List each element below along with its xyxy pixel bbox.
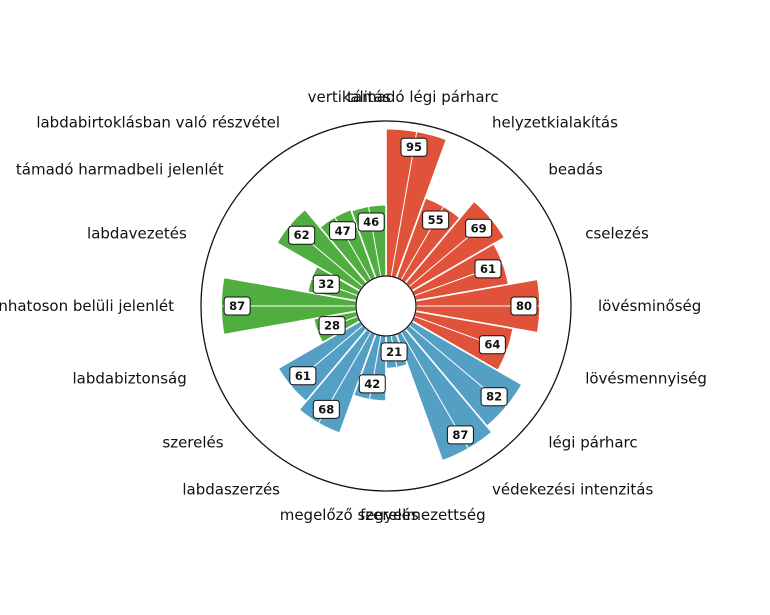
value-text-9: 21 bbox=[386, 345, 402, 359]
category-label-18: vertikalitás bbox=[308, 88, 391, 106]
value-box-3 bbox=[465, 218, 493, 238]
value-label-16: 62 bbox=[288, 225, 316, 245]
category-label-11: labdaszerzés bbox=[182, 481, 280, 499]
value-label-4: 61 bbox=[474, 259, 502, 279]
value-label-15: 32 bbox=[312, 274, 340, 294]
value-box-2 bbox=[422, 210, 450, 230]
value-text-6: 64 bbox=[484, 338, 500, 352]
value-text-12: 61 bbox=[295, 369, 311, 383]
value-label-14: 87 bbox=[223, 296, 251, 316]
category-label-2: helyzetkialakítás bbox=[492, 113, 618, 131]
value-box-13 bbox=[318, 316, 346, 336]
category-label-5: lövésminőség bbox=[598, 297, 701, 315]
category-label-15: labdavezetés bbox=[87, 224, 187, 242]
value-label-10: 42 bbox=[358, 374, 386, 394]
value-label-5: 80 bbox=[510, 296, 538, 316]
value-box-6 bbox=[478, 335, 506, 355]
value-box-9 bbox=[380, 342, 408, 362]
category-label-1: támadó légi párharc bbox=[347, 88, 499, 106]
value-box-14 bbox=[223, 296, 251, 316]
category-label-9: fegyelmezettség bbox=[360, 506, 486, 524]
category-label-3: beadás bbox=[548, 161, 603, 179]
value-label-13: 28 bbox=[318, 316, 346, 336]
value-box-1 bbox=[400, 137, 428, 157]
category-label-4: cselezés bbox=[585, 224, 649, 242]
category-label-12: szerelés bbox=[162, 433, 223, 451]
value-box-17 bbox=[329, 221, 357, 241]
value-label-6: 64 bbox=[478, 335, 506, 355]
value-label-8: 87 bbox=[446, 425, 474, 445]
value-box-15 bbox=[312, 274, 340, 294]
value-box-10 bbox=[358, 374, 386, 394]
value-box-11 bbox=[312, 399, 340, 419]
value-box-18 bbox=[357, 212, 385, 232]
value-text-17: 47 bbox=[335, 224, 351, 238]
value-text-15: 32 bbox=[318, 277, 334, 291]
value-label-7: 82 bbox=[480, 387, 508, 407]
category-label-8: védekezési intenzitás bbox=[492, 481, 653, 499]
category-label-group: támadó légi párharc helyzetkialakítás bead… bbox=[0, 88, 707, 524]
value-text-5: 80 bbox=[516, 299, 532, 313]
category-label-14: tizenhatoson belüli jelenlét bbox=[0, 297, 174, 315]
value-box-5 bbox=[510, 296, 538, 316]
value-label-11: 68 bbox=[312, 399, 340, 419]
value-text-10: 42 bbox=[364, 377, 380, 391]
outer-ring bbox=[200, 120, 572, 492]
value-text-1: 95 bbox=[406, 140, 422, 154]
center-hole bbox=[355, 275, 417, 337]
value-text-3: 69 bbox=[471, 221, 487, 235]
value-label-1: 95 bbox=[400, 137, 428, 157]
category-label-13: labdabiztonság bbox=[73, 370, 187, 388]
value-label-group: 95 55 69 61 80 64 82 87 21 42 68 61 28 87 32 62 47 46 bbox=[223, 137, 538, 445]
value-box-12 bbox=[289, 366, 317, 386]
category-label-6: lövésmennyiség bbox=[585, 370, 707, 388]
category-label-17: labdabirtoklásban való részvétel bbox=[36, 113, 280, 131]
value-text-11: 68 bbox=[318, 402, 334, 416]
value-label-12: 61 bbox=[289, 366, 317, 386]
value-text-4: 61 bbox=[480, 262, 496, 276]
value-text-13: 28 bbox=[324, 319, 340, 333]
value-label-9: 21 bbox=[380, 342, 408, 362]
value-text-2: 55 bbox=[428, 213, 444, 227]
value-box-16 bbox=[288, 225, 316, 245]
value-label-3: 69 bbox=[465, 218, 493, 238]
value-text-8: 87 bbox=[452, 428, 468, 442]
category-label-16: támadó harmadbeli jelenlét bbox=[16, 161, 224, 179]
value-label-2: 55 bbox=[422, 210, 450, 230]
value-box-8 bbox=[446, 425, 474, 445]
value-text-14: 87 bbox=[229, 299, 245, 313]
value-text-18: 46 bbox=[363, 215, 379, 229]
category-label-10: megelőző szerelés bbox=[280, 506, 419, 524]
value-label-17: 47 bbox=[329, 221, 357, 241]
value-box-4 bbox=[474, 259, 502, 279]
value-text-7: 82 bbox=[486, 390, 502, 404]
value-box-7 bbox=[480, 387, 508, 407]
value-label-18: 46 bbox=[357, 212, 385, 232]
value-text-16: 62 bbox=[294, 228, 310, 242]
category-label-7: légi párharc bbox=[548, 433, 637, 451]
